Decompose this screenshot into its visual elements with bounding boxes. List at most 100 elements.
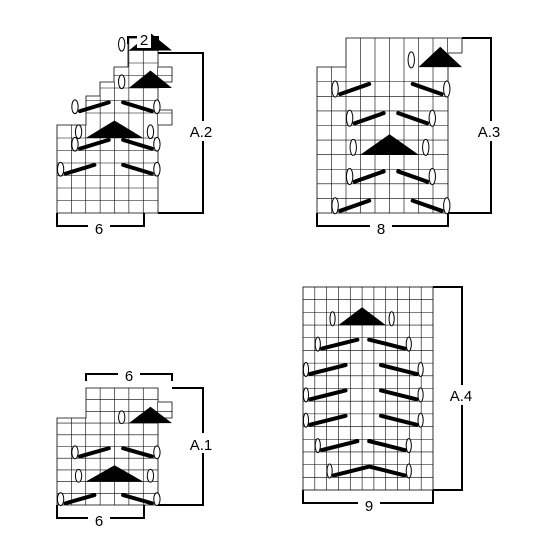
lean-right-symbol <box>410 198 444 213</box>
lean-right-symbol <box>367 464 407 478</box>
lean-right-symbol <box>396 169 430 184</box>
lean-left-symbol <box>78 137 111 151</box>
yarn-over-symbol <box>314 438 321 454</box>
yarn-over-symbol <box>345 168 354 186</box>
chart-a2-width-label: 6 <box>95 221 103 238</box>
yarn-over-symbol <box>331 197 339 215</box>
chart-a4: A.4 9 <box>302 286 480 515</box>
yarn-over-symbol <box>146 468 155 483</box>
lean-right-symbol <box>121 100 154 114</box>
yarn-over-symbol <box>329 311 336 327</box>
chart-a3-symbols <box>331 46 462 215</box>
yarn-over-symbol <box>118 36 126 52</box>
yarn-over-symbol <box>388 311 395 327</box>
lean-left-symbol <box>78 100 111 114</box>
yarn-over-symbol <box>146 124 155 140</box>
lean-left-symbol <box>308 413 348 427</box>
chart-a3-bottom-label-bg <box>370 218 392 236</box>
yarn-over-symbol <box>443 80 451 98</box>
decrease-triangle-symbol <box>418 46 462 68</box>
lean-left-symbol <box>319 439 360 453</box>
decrease-triangle-symbol <box>360 134 419 155</box>
yarn-over-symbol <box>56 492 65 507</box>
yarn-over-symbol <box>417 387 424 403</box>
lean-right-symbol <box>121 446 154 459</box>
decrease-triangle-symbol <box>128 70 172 88</box>
chart-a2-name-label: A.2 <box>190 124 213 141</box>
chart-a2-bottom-label-bg <box>88 218 110 236</box>
yarn-over-symbol <box>71 136 79 152</box>
lean-left-symbol <box>338 81 372 97</box>
yarn-over-symbol <box>153 492 161 507</box>
chart-a2-side-label-bg <box>186 121 220 141</box>
chart-a2: 2 A.2 6 <box>56 30 220 238</box>
yarn-over-symbol <box>326 463 333 479</box>
decrease-triangle-symbol <box>85 120 144 138</box>
yarn-over-symbol <box>153 136 161 152</box>
yarn-over-symbol <box>153 99 161 115</box>
chart-a3-side-label-bg <box>472 121 508 141</box>
lean-right-symbol <box>121 137 154 151</box>
chart-a1-bottom-label-bg <box>88 510 110 528</box>
chart-a3: A.3 8 <box>316 37 508 238</box>
decrease-triangle-symbol <box>338 307 386 326</box>
chart-a1-top-label-bg <box>118 366 140 384</box>
chart-a1-width-label: 6 <box>95 513 103 530</box>
yarn-over-symbol <box>118 410 126 425</box>
yarn-over-symbol <box>74 468 83 483</box>
yarn-over-symbol <box>74 124 83 140</box>
yarn-over-symbol <box>345 109 354 127</box>
yarn-over-symbol <box>71 445 79 460</box>
lean-left-symbol <box>352 111 386 126</box>
yarn-over-symbol <box>428 168 436 186</box>
decrease-triangle-symbol <box>85 465 144 482</box>
lean-left-symbol <box>338 198 372 213</box>
chart-a4-name-label: A.4 <box>450 388 473 405</box>
yarn-over-symbol <box>349 138 357 156</box>
yarn-over-symbol <box>417 361 424 377</box>
yarn-over-symbol <box>405 438 412 454</box>
chart-a2-top-label-bg <box>137 30 151 48</box>
lean-left-symbol <box>331 464 372 478</box>
chart-a4-symbols <box>302 307 424 479</box>
yarn-over-symbol <box>407 51 415 69</box>
lean-right-symbol <box>379 363 419 376</box>
chart-a4-side-label-bg <box>444 385 480 405</box>
yarn-over-symbol <box>302 387 310 403</box>
chart-a3-width-label: 8 <box>377 221 385 238</box>
lean-left-symbol <box>308 388 348 402</box>
decrease-triangle-symbol <box>128 406 172 424</box>
yarn-over-symbol <box>71 99 79 115</box>
lean-right-symbol <box>121 162 154 176</box>
yarn-over-symbol <box>302 361 310 377</box>
lean-left-symbol <box>319 337 360 351</box>
chart-a1-top-width-label: 6 <box>125 368 133 385</box>
chart-a4-bottom-label-bg <box>358 495 380 513</box>
yarn-over-symbol <box>422 138 430 156</box>
lean-left-symbol <box>78 446 111 459</box>
lean-right-symbol <box>121 493 154 506</box>
chart-a1: 6 A.1 6 <box>56 366 220 530</box>
yarn-over-symbol <box>153 161 161 177</box>
lean-left-symbol <box>352 169 386 184</box>
chart-a2-repeat-label: 2 <box>140 32 148 49</box>
yarn-over-symbol <box>428 109 436 127</box>
yarn-over-symbol <box>417 412 424 428</box>
chart-a3-name-label: A.3 <box>478 124 501 141</box>
chart-a1-symbols <box>56 406 172 507</box>
yarn-over-symbol <box>331 80 339 98</box>
yarn-over-symbol <box>443 197 451 215</box>
yarn-over-symbol <box>302 412 310 428</box>
lean-right-symbol <box>410 81 444 97</box>
lean-right-symbol <box>379 413 419 427</box>
lean-left-symbol <box>63 162 97 176</box>
lean-left-symbol <box>63 493 97 506</box>
yarn-over-symbol <box>314 336 321 352</box>
lean-right-symbol <box>367 439 407 453</box>
lean-right-symbol <box>396 111 430 126</box>
yarn-over-symbol <box>56 161 65 177</box>
lean-right-symbol <box>367 337 407 351</box>
lean-right-symbol <box>379 388 419 402</box>
